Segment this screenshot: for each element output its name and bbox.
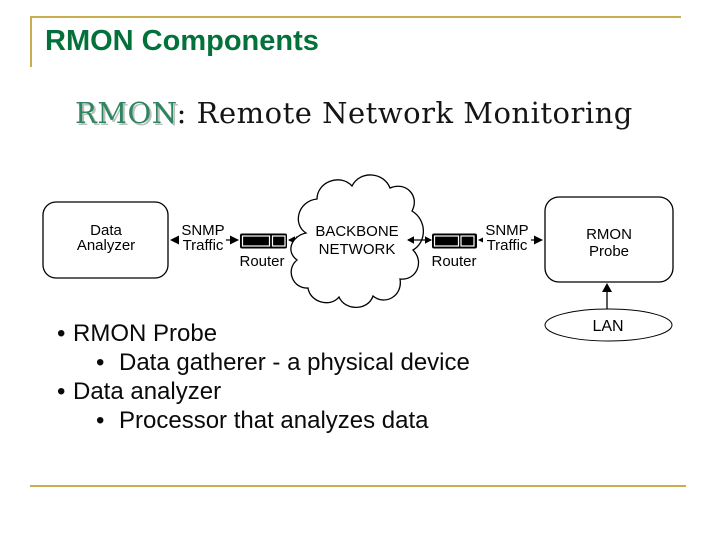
bullet-icon: •	[96, 407, 105, 434]
link-router-probe: SNMP Traffic	[478, 221, 543, 254]
router-left-label: Router	[239, 253, 284, 270]
router-right-icon	[432, 233, 477, 249]
lan-label: LAN	[592, 318, 623, 335]
rmon-probe-label-line2: Probe	[589, 243, 629, 260]
bullet-list: • RMON Probe • Data gatherer - a physica…	[57, 319, 677, 435]
list-item-text: RMON Probe	[73, 320, 218, 347]
arrowhead-up-icon	[602, 283, 612, 292]
cloud-label-line2: NETWORK	[319, 241, 396, 258]
arrowhead-left-icon	[407, 236, 414, 244]
rmon-probe-box	[544, 196, 674, 283]
footer-rule	[30, 485, 686, 487]
bullet-icon: •	[57, 378, 66, 405]
list-item: • Processor that analyzes data	[57, 406, 677, 435]
bullet-icon: •	[96, 349, 105, 376]
router-right-label: Router	[431, 253, 476, 270]
snmp-traffic-left-line1: SNMP	[181, 222, 224, 239]
bullet-icon: •	[57, 320, 66, 347]
list-item-text: Data gatherer - a physical device	[119, 349, 470, 376]
subtitle: RMON: Remote Network Monitoring	[75, 96, 633, 130]
subtitle-rest: : Remote Network Monitoring	[176, 96, 633, 130]
title-top-rule	[30, 16, 681, 18]
list-item: • Data analyzer	[57, 377, 677, 406]
arrowhead-right-icon	[534, 235, 543, 245]
list-item-text: Processor that analyzes data	[119, 407, 429, 434]
backbone-cloud	[290, 174, 425, 309]
snmp-traffic-right-line2: Traffic	[487, 237, 528, 254]
list-item: • RMON Probe	[57, 319, 677, 348]
title-left-rule	[30, 16, 32, 67]
link-lan-probe	[602, 283, 612, 309]
snmp-traffic-right-line1: SNMP	[485, 222, 528, 239]
arrowhead-left-icon	[170, 235, 179, 245]
arrowhead-right-icon	[230, 235, 239, 245]
router-left-icon	[240, 233, 287, 249]
list-item-text: Data analyzer	[73, 378, 222, 405]
list-item: • Data gatherer - a physical device	[57, 348, 677, 377]
arrowhead-right-icon	[425, 236, 432, 244]
rmon-probe-label-line1: RMON	[586, 226, 632, 243]
link-cloud-router-right	[407, 236, 432, 244]
link-analyzer-router: SNMP Traffic	[170, 221, 239, 254]
cloud-label-line1: BACKBONE	[315, 223, 398, 240]
lan-ellipse	[544, 308, 673, 342]
data-analyzer-label-line2: Analyzer	[77, 237, 135, 254]
data-analyzer-label-line1: Data	[90, 222, 122, 239]
data-analyzer-box	[42, 201, 169, 279]
snmp-traffic-left-line2: Traffic	[183, 237, 224, 254]
page-title: RMON Components	[45, 25, 319, 57]
subtitle-highlight: RMON	[75, 96, 177, 130]
